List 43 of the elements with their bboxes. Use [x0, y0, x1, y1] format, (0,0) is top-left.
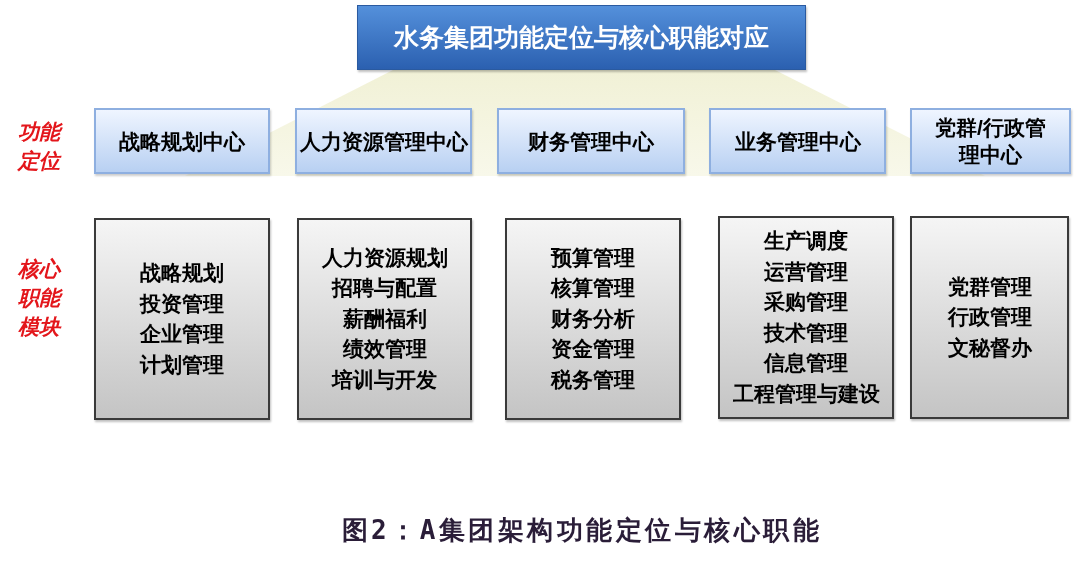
module-box: [910, 216, 1069, 419]
module-box: [505, 218, 681, 420]
function-item: 文秘督办: [947, 334, 1032, 361]
function-item: 信息管理: [764, 350, 848, 376]
box-label: 业务管理中心: [734, 128, 861, 155]
function-item: 财务分析: [551, 305, 635, 332]
module-box: [297, 218, 472, 420]
module-box: [94, 218, 270, 420]
function-item: 生产调度: [764, 228, 848, 254]
center-box: [295, 108, 472, 174]
center-box: [94, 108, 270, 174]
function-item: 绩效管理: [342, 336, 427, 363]
title-box: [357, 5, 806, 70]
module-box: [718, 216, 894, 419]
function-item: 薪酬福利: [342, 305, 427, 332]
function-item: 战略规划: [140, 260, 224, 286]
function-item: 税务管理: [551, 366, 635, 393]
box-label: 财务管理中心: [528, 128, 654, 155]
function-item: 培训与开发: [332, 366, 437, 393]
function-item: 计划管理: [140, 351, 224, 378]
center-box: [709, 108, 886, 174]
function-item: 工程管理与建设: [732, 380, 880, 407]
function-item: 核算管理: [551, 275, 635, 302]
function-item: 运营管理: [764, 258, 848, 285]
center-box: [497, 108, 685, 174]
function-item: 预算管理: [551, 244, 635, 271]
function-item: 企业管理: [140, 321, 224, 347]
title-text: 水务集团功能定位与核心职能对应: [394, 22, 769, 53]
function-item: 行政管理: [947, 304, 1032, 331]
box-label: 党群/行政管理中心: [934, 115, 1047, 168]
function-item: 投资管理: [140, 290, 224, 317]
row-label: 功能定位: [17, 117, 61, 175]
function-item: 招聘与配置: [332, 275, 437, 302]
function-item: 采购管理: [764, 289, 848, 315]
function-item: 资金管理: [551, 336, 635, 363]
figure-caption: 图2：A集团架构功能定位与核心职能: [341, 514, 823, 547]
center-box: [910, 108, 1071, 174]
box-label: 战略规划中心: [119, 128, 245, 155]
function-item: 人力资源规划: [321, 244, 448, 271]
row-label: 核心职能模块: [17, 254, 61, 341]
function-item: 技术管理: [764, 319, 848, 346]
function-item: 党群管理: [947, 273, 1032, 300]
box-label: 人力资源管理中心: [299, 128, 468, 155]
